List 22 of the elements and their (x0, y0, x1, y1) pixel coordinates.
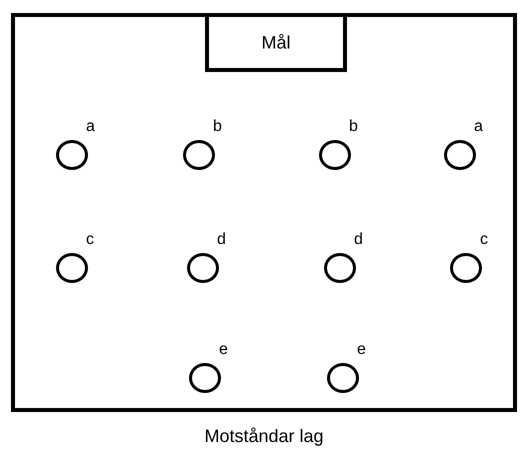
circle-marker (189, 363, 221, 393)
circle-marker (324, 253, 356, 283)
position-letter: b (213, 118, 222, 136)
circle-marker (450, 253, 482, 283)
position-letter: e (219, 341, 228, 359)
position-letter: b (349, 118, 358, 136)
position-letter: d (354, 231, 363, 249)
position-letter: c (480, 231, 488, 249)
circle-marker (56, 140, 88, 170)
circle-marker (319, 140, 351, 170)
circle-marker (183, 140, 215, 170)
position-letter: c (86, 231, 94, 249)
caption: Motståndar lag (203, 426, 325, 447)
position-letter: d (217, 231, 226, 249)
circle-marker (187, 253, 219, 283)
position-letter: a (86, 118, 95, 136)
position-letter: e (357, 341, 366, 359)
circle-marker (444, 140, 476, 170)
circle-marker (327, 363, 359, 393)
field-outline (11, 13, 517, 412)
circle-marker (56, 253, 88, 283)
position-letter: a (474, 118, 483, 136)
